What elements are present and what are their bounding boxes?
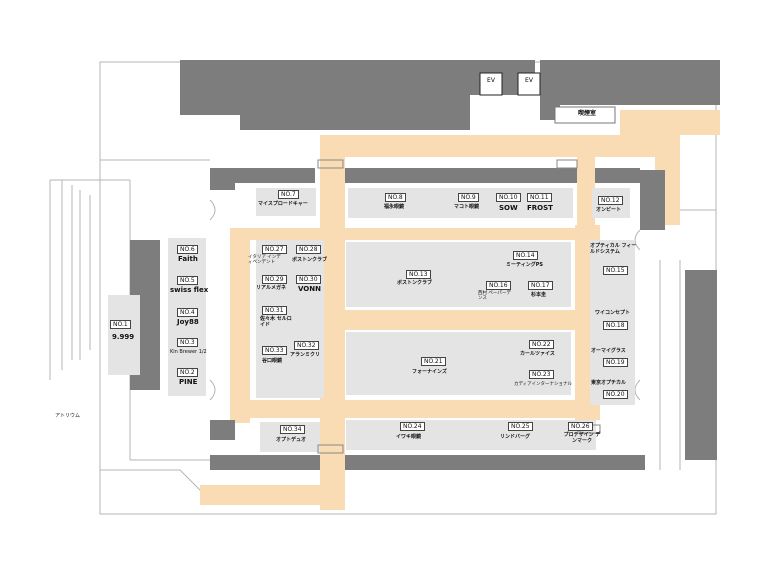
booth-25-name[interactable]: リンドバーグ — [500, 434, 531, 440]
booth-11-name[interactable]: FROST — [527, 204, 553, 212]
booth-18-number[interactable]: NO.18 — [603, 321, 628, 330]
booth-16-number[interactable]: NO.16 — [486, 281, 511, 290]
booth-14-name[interactable]: ミーティングPS — [506, 262, 543, 268]
booth-1-name[interactable]: 9.999 — [112, 333, 135, 341]
booth-27-number[interactable]: NO.27 — [262, 245, 287, 254]
booth-23-number[interactable]: NO.23 — [529, 370, 554, 379]
store-room-label: 喫煙室 — [578, 110, 597, 117]
booth-30-name[interactable]: VONN — [298, 285, 321, 293]
booth-12-number[interactable]: NO.12 — [598, 196, 623, 205]
booth-17-name[interactable]: 杉本圭 — [531, 292, 547, 298]
booth-8-number[interactable]: NO.8 — [385, 193, 406, 202]
booth-34-name[interactable]: オプトデュオ — [276, 437, 307, 443]
booth-6-name[interactable]: Faith — [178, 255, 198, 263]
booth-17-number[interactable]: NO.17 — [528, 281, 553, 290]
booth-2-number[interactable]: NO.2 — [177, 368, 198, 377]
booth-4-name[interactable]: Joy88 — [177, 318, 199, 326]
booth-28-name[interactable]: ボストンクラブ — [292, 257, 328, 263]
booth-14-number[interactable]: NO.14 — [513, 251, 538, 260]
booth-13-number[interactable]: NO.13 — [406, 270, 431, 279]
booth-3-name[interactable]: Kin Brewer 1/2 — [170, 349, 207, 355]
booth-19-number[interactable]: NO.19 — [603, 358, 628, 367]
booth-19-name[interactable]: オーマイグラス — [591, 348, 626, 354]
booth-12-name[interactable]: オンピート — [596, 207, 622, 213]
booth-28-number[interactable]: NO.28 — [296, 245, 321, 254]
booth-18-name[interactable]: ワイコンセプト — [595, 310, 631, 316]
booth-34-number[interactable]: NO.34 — [280, 425, 305, 434]
booth-20-name[interactable]: 東京オプチカル — [591, 380, 627, 386]
booth-6-number[interactable]: NO.6 — [177, 245, 198, 254]
booth-25-number[interactable]: NO.25 — [508, 422, 533, 431]
elevator-2-label: EV — [525, 77, 533, 84]
elevator-1-label: EV — [487, 77, 495, 84]
booth-20-number[interactable]: NO.20 — [603, 390, 628, 399]
booth-30-number[interactable]: NO.30 — [296, 275, 321, 284]
booth-7-name[interactable]: マイスプロードキャー — [258, 201, 308, 207]
booth-9-name[interactable]: マコト眼鏡 — [454, 204, 480, 210]
booth-29-name[interactable]: リアルメガネ — [256, 285, 286, 291]
booth-5-number[interactable]: NO.5 — [177, 276, 198, 285]
booth-22-name[interactable]: カールツァイス — [520, 351, 555, 357]
booth-7-number[interactable]: NO.7 — [278, 190, 299, 199]
booth-2-name[interactable]: PINE — [179, 378, 198, 386]
booth-16-name[interactable]: 西村 ペーパーデンス — [478, 291, 511, 301]
booth-32-name[interactable]: アランミクリ — [290, 352, 321, 358]
booth-1-number[interactable]: NO.1 — [110, 320, 131, 329]
booth-3-number[interactable]: NO.3 — [177, 338, 198, 347]
booth-5-name[interactable]: swiss flex — [170, 286, 209, 294]
booth-31-name[interactable]: 佐々木 セルロイド — [260, 316, 292, 328]
booth-23-name[interactable]: カディアインターナショナル — [514, 382, 572, 387]
booth-15-number[interactable]: NO.15 — [603, 266, 628, 275]
atrium-label: アトリウム — [55, 413, 81, 419]
booth-26-name[interactable]: プロデザイン デンマーク — [563, 432, 601, 444]
booth-15-name[interactable]: オプティカル フィールドシステム — [590, 243, 637, 255]
booth-9-number[interactable]: NO.9 — [458, 193, 479, 202]
booth-22-number[interactable]: NO.22 — [529, 340, 554, 349]
booth-27-name[interactable]: イタリア インディペンデント — [248, 255, 281, 265]
booth-4-number[interactable]: NO.4 — [177, 308, 198, 317]
booth-10-number[interactable]: NO.10 — [496, 193, 521, 202]
booth-21-name[interactable]: フォーナインズ — [412, 369, 447, 375]
booth-13-name[interactable]: ボストンクラブ — [397, 280, 433, 286]
booth-21-number[interactable]: NO.21 — [421, 357, 446, 366]
booth-32-number[interactable]: NO.32 — [294, 341, 319, 350]
booth-33-number[interactable]: NO.33 — [262, 346, 287, 355]
booth-33-name[interactable]: 谷口眼鏡 — [262, 358, 283, 364]
booth-8-name[interactable]: 福永眼鏡 — [384, 204, 405, 210]
booth-29-number[interactable]: NO.29 — [262, 275, 287, 284]
booth-31-number[interactable]: NO.31 — [262, 306, 287, 315]
booth-10-name[interactable]: SOW — [499, 204, 518, 212]
booth-11-number[interactable]: NO.11 — [527, 193, 552, 202]
booth-24-name[interactable]: イワキ眼鏡 — [396, 434, 422, 440]
booth-24-number[interactable]: NO.24 — [400, 422, 425, 431]
booth-26-number[interactable]: NO.26 — [568, 422, 593, 431]
